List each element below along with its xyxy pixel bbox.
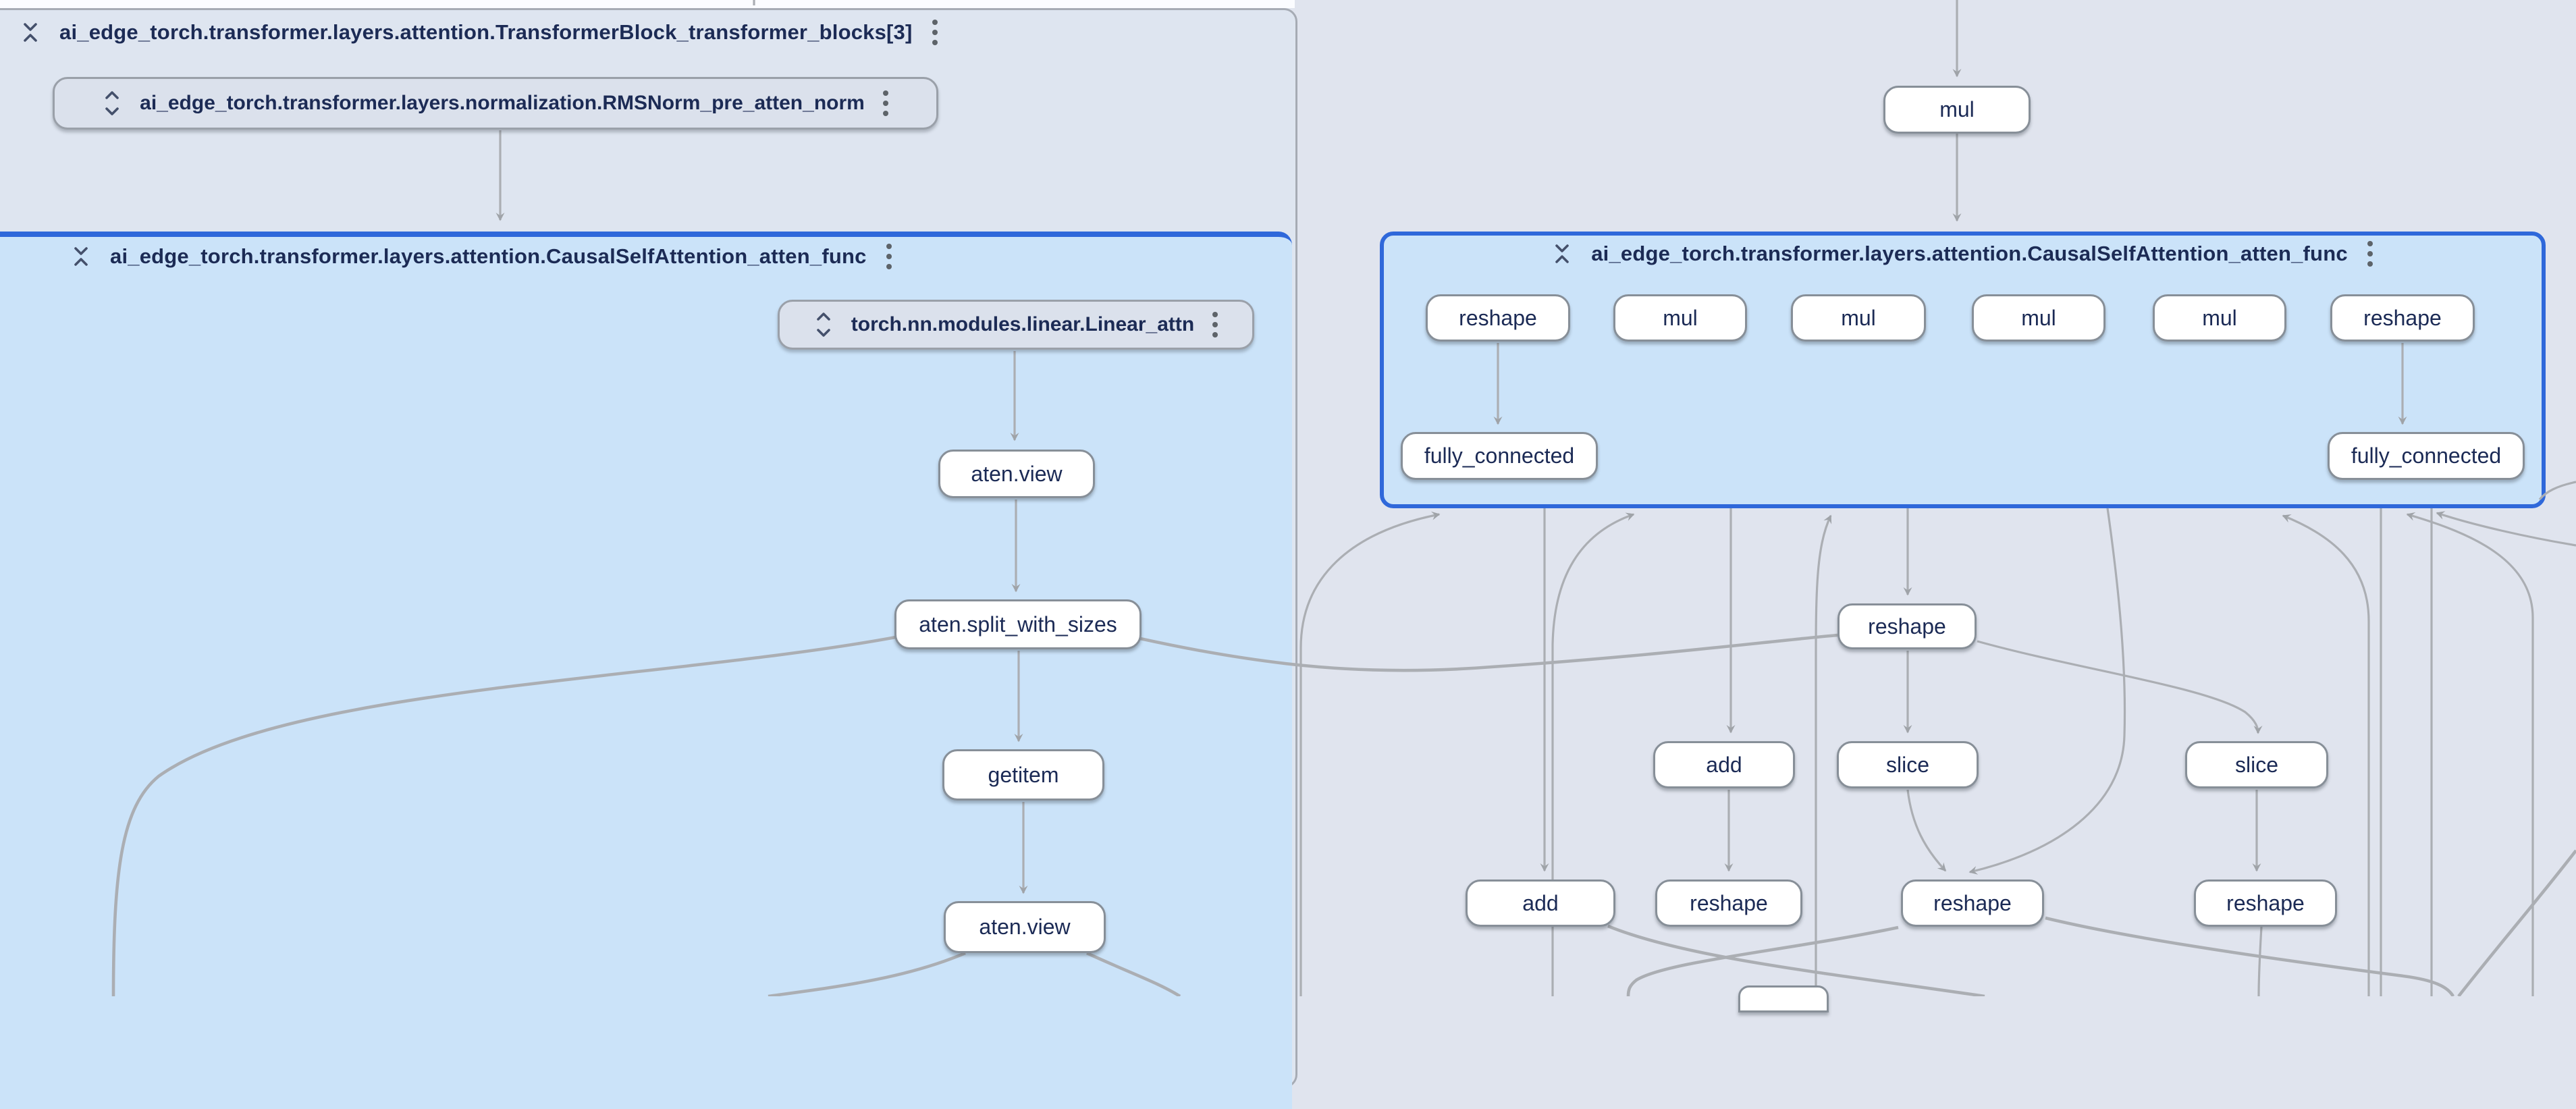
op-node-aten-view[interactable]: aten.view	[938, 450, 1095, 498]
node-label: ai_edge_torch.transformer.layers.normali…	[140, 92, 865, 114]
node-label: reshape	[1868, 614, 1946, 639]
page-background-strip	[0, 0, 1295, 8]
op-node-aten-view-2[interactable]: aten.view	[944, 901, 1106, 953]
node-label: aten.split_with_sizes	[919, 612, 1117, 637]
op-node-reshape-r1-right[interactable]: reshape	[2330, 294, 2475, 342]
node-label: fully_connected	[1424, 443, 1575, 468]
op-node-fully-connected-right[interactable]: fully_connected	[2328, 432, 2525, 480]
node-label: slice	[1885, 752, 1929, 777]
edge-panel-to-reshape-row4b	[1968, 508, 2126, 875]
collapse-icon[interactable]	[1551, 240, 1574, 267]
collapse-icon[interactable]	[19, 19, 42, 46]
group-panel-attention-left[interactable]	[0, 232, 1292, 1109]
edge-reshape4b-down-right	[2045, 916, 2454, 996]
op-node-reshape-row4-c[interactable]: reshape	[2194, 880, 2337, 927]
node-label: add	[1706, 752, 1742, 777]
node-label: mul	[2202, 305, 2237, 330]
panel-header-transformer-block: ai_edge_torch.transformer.layers.attenti…	[19, 16, 940, 49]
op-node-mul-3[interactable]: mul	[1972, 294, 2105, 342]
node-label: reshape	[2363, 305, 2442, 330]
node-label: getitem	[988, 762, 1059, 787]
node-label: reshape	[1459, 305, 1537, 330]
op-node-reshape-row4-a[interactable]: reshape	[1655, 880, 1802, 927]
node-label: mul	[1663, 305, 1698, 330]
expand-icon[interactable]	[101, 88, 124, 118]
panel-header-attention-right: ai_edge_torch.transformer.layers.attenti…	[1380, 238, 2545, 270]
op-node-getitem[interactable]: getitem	[942, 749, 1104, 801]
expand-icon[interactable]	[812, 310, 835, 340]
op-node-mul-1[interactable]: mul	[1613, 294, 1747, 342]
group-title: ai_edge_torch.transformer.layers.attenti…	[1591, 242, 2348, 265]
node-label: reshape	[1690, 890, 1768, 915]
edge-reshape-to-slice-right	[1977, 640, 2263, 734]
op-node-mul-2[interactable]: mul	[1791, 294, 1926, 342]
node-label: aten.view	[971, 461, 1063, 486]
group-node-rmsnorm[interactable]: ai_edge_torch.transformer.layers.normali…	[53, 77, 938, 130]
node-label: fully_connected	[2351, 443, 2502, 468]
op-node-slice-mid[interactable]: slice	[1837, 741, 1979, 788]
node-label: mul	[1841, 305, 1876, 330]
edge-up-into-panel-1	[1299, 511, 1441, 996]
op-node-fully-connected-left[interactable]: fully_connected	[1401, 432, 1598, 480]
op-node-partial-bottom[interactable]	[1738, 985, 1829, 1012]
panel-header-attention-left: ai_edge_torch.transformer.layers.attenti…	[70, 240, 894, 273]
edge-up-into-panel-5	[2406, 512, 2534, 996]
edge-reshape4c-down	[2257, 926, 2263, 996]
edge-up-into-panel-3	[1815, 514, 1832, 996]
op-node-add-row4[interactable]: add	[1466, 880, 1615, 927]
op-node-aten-split-with-sizes[interactable]: aten.split_with_sizes	[894, 599, 1142, 649]
node-label: slice	[2234, 752, 2278, 777]
collapse-icon[interactable]	[70, 243, 92, 270]
kebab-menu-icon[interactable]	[2365, 238, 2375, 269]
kebab-menu-icon[interactable]	[884, 241, 894, 272]
node-label: reshape	[2226, 890, 2305, 915]
op-node-mul-4[interactable]: mul	[2153, 294, 2286, 342]
op-node-slice-right[interactable]: slice	[2185, 741, 2328, 788]
group-title: ai_edge_torch.transformer.layers.attenti…	[59, 20, 913, 44]
group-title: ai_edge_torch.transformer.layers.attenti…	[110, 244, 867, 268]
kebab-menu-icon[interactable]	[881, 88, 890, 119]
node-label: mul	[2021, 305, 2056, 330]
kebab-menu-icon[interactable]	[1210, 309, 1220, 340]
op-node-add-row3[interactable]: add	[1653, 741, 1795, 788]
kebab-menu-icon[interactable]	[930, 17, 940, 48]
node-label: add	[1522, 890, 1559, 915]
edge-slice-to-reshape-row4b	[1906, 789, 1947, 872]
op-node-reshape-row4-b[interactable]: reshape	[1901, 880, 2044, 927]
op-node-reshape-r1-left[interactable]: reshape	[1426, 294, 1570, 342]
edge-sweep-from-right	[2457, 849, 2576, 996]
op-node-mul-top[interactable]: mul	[1883, 86, 2031, 134]
node-label: torch.nn.modules.linear.Linear_attn	[851, 313, 1195, 335]
group-node-linear-attn[interactable]: torch.nn.modules.linear.Linear_attn	[778, 300, 1254, 350]
node-label: mul	[1939, 97, 1975, 121]
op-node-reshape-mid[interactable]: reshape	[1837, 603, 1977, 649]
node-label: aten.view	[979, 915, 1071, 939]
node-label: reshape	[1933, 890, 2012, 915]
edge-right-into-panel-1	[2436, 511, 2576, 547]
